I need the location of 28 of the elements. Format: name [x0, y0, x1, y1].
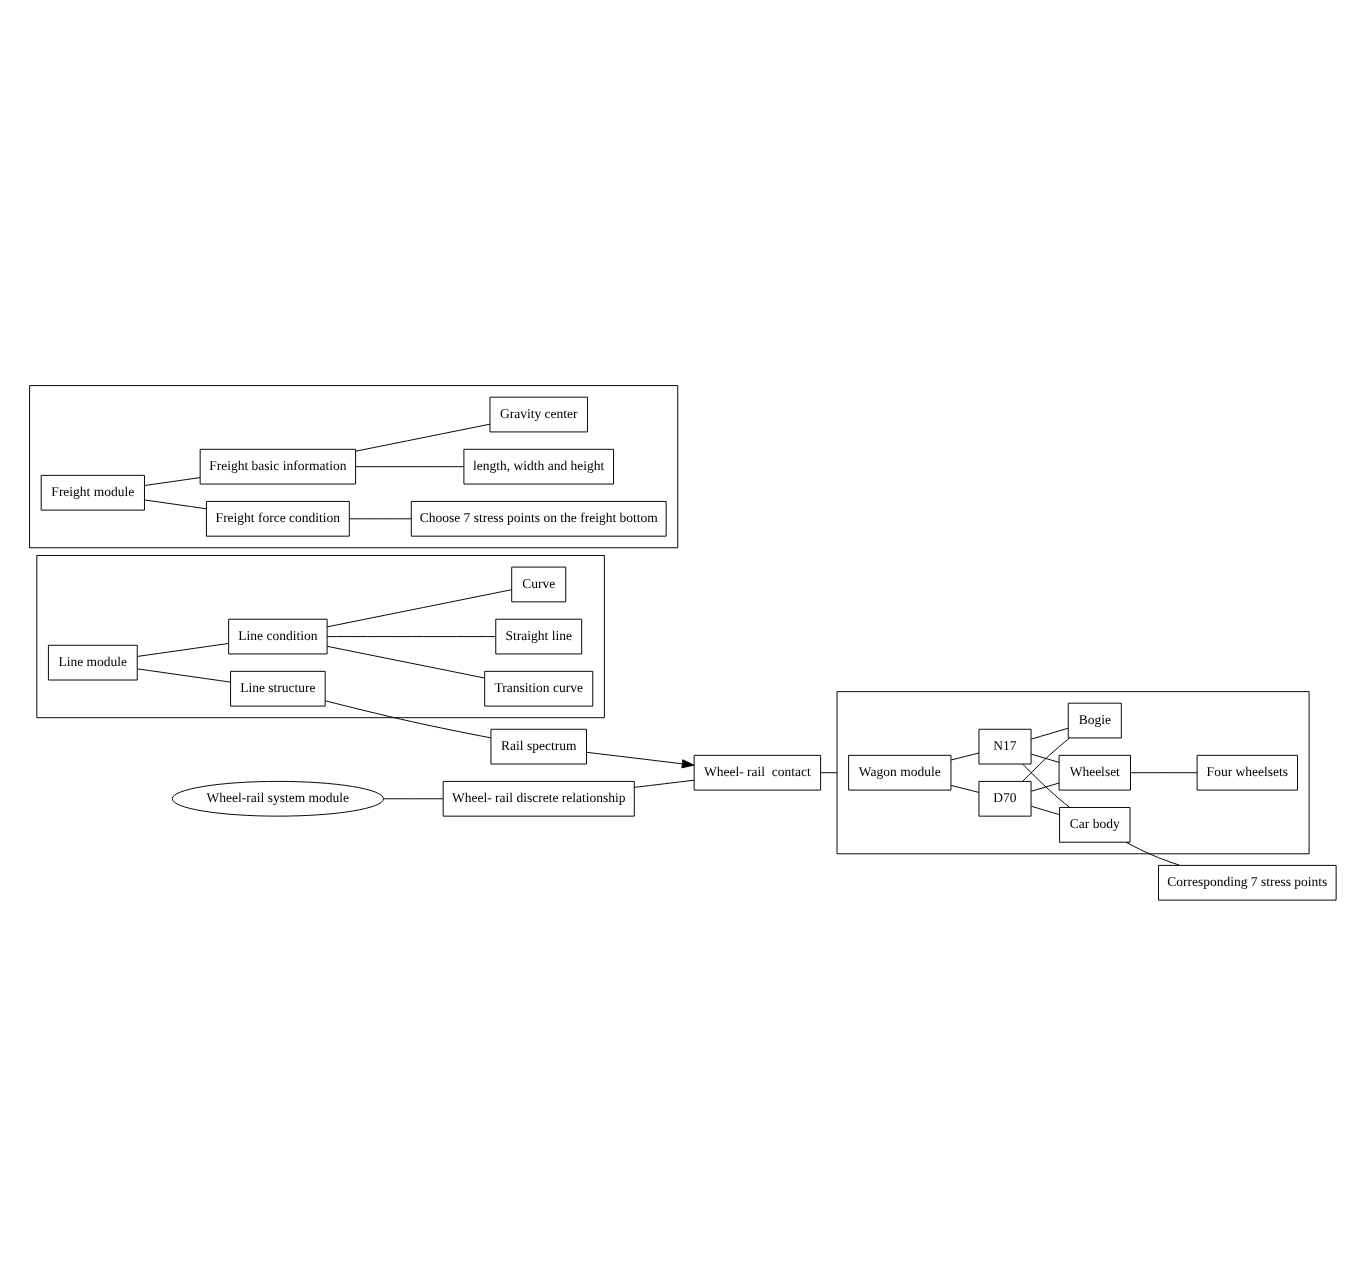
cluster — [36, 554, 605, 718]
connector — [1022, 762, 1071, 807]
connector — [1030, 781, 1060, 791]
connector — [355, 465, 465, 467]
connector — [633, 778, 695, 787]
connector — [820, 771, 838, 773]
cluster — [836, 690, 1310, 854]
connector — [950, 751, 980, 760]
connector — [1022, 736, 1071, 781]
connector — [382, 797, 444, 799]
connector — [326, 644, 485, 678]
connector — [326, 588, 512, 627]
connector — [137, 642, 230, 656]
connector — [355, 422, 491, 451]
connector — [349, 517, 412, 519]
connector — [1030, 804, 1060, 815]
arrow — [586, 750, 695, 768]
connector — [324, 699, 492, 738]
connector — [137, 667, 231, 682]
connector — [1030, 752, 1060, 762]
connector — [1130, 771, 1198, 773]
connector — [1030, 726, 1069, 739]
connector — [950, 783, 980, 792]
connector — [326, 635, 497, 637]
cluster — [29, 384, 679, 548]
connector — [1125, 840, 1181, 865]
connector — [144, 476, 201, 485]
connector — [144, 498, 207, 509]
